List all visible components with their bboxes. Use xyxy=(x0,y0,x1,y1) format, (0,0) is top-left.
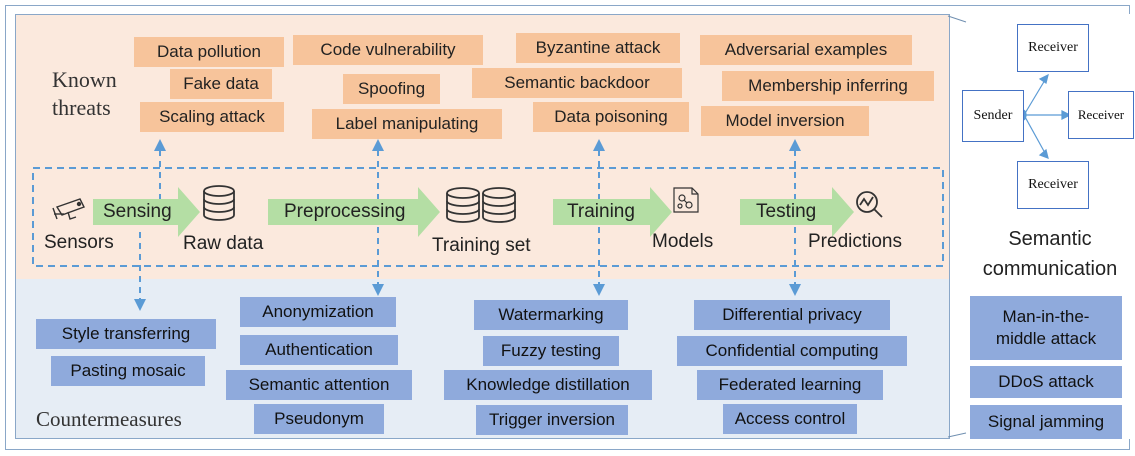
node-raw-data: Raw data xyxy=(183,233,264,254)
arrowhead xyxy=(372,284,384,296)
receiver-node-right: Receiver xyxy=(1068,91,1134,139)
step-arrow-testing xyxy=(740,187,854,237)
arrowhead xyxy=(593,284,605,296)
counter-access-control: Access control xyxy=(723,404,857,434)
counter-authentication: Authentication xyxy=(240,335,398,365)
receiver-label: Receiver xyxy=(1028,40,1078,55)
counter-pseudonym: Pseudonym xyxy=(254,404,384,434)
counter-knowledge-distillation: Knowledge distillation xyxy=(444,370,652,400)
semantic-comm-line1: Semantic xyxy=(1008,228,1092,250)
threat-data-poisoning: Data poisoning xyxy=(533,102,689,132)
double-database-icon xyxy=(446,187,516,223)
counter-differential-privacy: Differential privacy xyxy=(694,300,890,330)
main-panel-border xyxy=(15,14,950,439)
node-models: Models xyxy=(652,231,714,252)
semantic-communication-label: Semantic communication xyxy=(975,224,1125,284)
cctv-icon xyxy=(52,198,85,220)
arrowhead xyxy=(134,299,146,311)
step-training: Training xyxy=(567,201,635,222)
counter-anonymization: Anonymization xyxy=(240,297,396,327)
threat-scaling-attack: Scaling attack xyxy=(140,102,284,132)
receiver-node-bottom: Receiver xyxy=(1017,161,1089,209)
step-preprocessing: Preprocessing xyxy=(284,201,406,222)
comm-threat-mitm: Man-in-the-middle attack xyxy=(970,296,1122,360)
link-top xyxy=(1023,79,1046,116)
threat-data-pollution: Data pollution xyxy=(134,37,284,67)
signal-jamming-label: Signal jamming xyxy=(987,412,1105,431)
node-predictions: Predictions xyxy=(808,231,902,252)
database-icon xyxy=(203,185,235,221)
counter-style-transferring: Style transferring xyxy=(36,319,216,349)
step-arrow-training xyxy=(553,187,672,237)
counter-semantic-attention: Semantic attention xyxy=(226,370,412,400)
arrowhead xyxy=(789,284,801,296)
counter-pasting-mosaic: Pasting mosaic xyxy=(51,356,205,386)
comm-threat-ddos: DDoS attack xyxy=(970,366,1122,398)
counter-confidential-computing: Confidential computing xyxy=(677,336,907,366)
receiver-node-top: Receiver xyxy=(1017,24,1089,72)
threat-membership-inferring: Membership inferring xyxy=(722,71,934,101)
node-sensors: Sensors xyxy=(44,232,114,253)
semantic-comm-line2: communication xyxy=(982,258,1118,280)
model-icon xyxy=(673,187,699,213)
threat-adversarial-examples: Adversarial examples xyxy=(700,35,912,65)
threat-spoofing: Spoofing xyxy=(343,74,440,104)
step-testing: Testing xyxy=(756,201,817,222)
mitm-label: Man-in-the-middle attack xyxy=(995,307,1097,348)
arrowhead xyxy=(154,139,166,151)
zoom-line-top xyxy=(947,15,967,23)
step-arrow-preprocessing xyxy=(268,187,440,237)
predictions-icon xyxy=(856,191,883,218)
link-bottom xyxy=(1023,114,1046,154)
zoom-line-bottom xyxy=(947,432,967,438)
receiver-label: Receiver xyxy=(1077,107,1125,122)
counter-federated-learning: Federated learning xyxy=(697,370,883,400)
counter-fuzzy-testing: Fuzzy testing xyxy=(483,336,619,366)
node-training-set: Training set xyxy=(432,235,531,256)
known-threats-line1: Known xyxy=(52,67,117,92)
ddos-label: DDoS attack xyxy=(998,372,1094,391)
known-threats-line2: threats xyxy=(52,95,111,120)
threat-semantic-backdoor: Semantic backdoor xyxy=(472,68,682,98)
threat-model-inversion: Model inversion xyxy=(701,106,869,136)
countermeasures-label: Countermeasures xyxy=(36,407,182,431)
counter-trigger-inversion: Trigger inversion xyxy=(476,405,628,435)
step-arrow-sensing xyxy=(93,187,200,237)
arrowhead xyxy=(593,139,605,151)
arrowhead xyxy=(1061,110,1072,120)
step-sensing: Sensing xyxy=(103,201,172,222)
arrowhead xyxy=(1038,148,1049,159)
known-threats-label: Known threats xyxy=(52,66,117,122)
arrowhead xyxy=(372,139,384,151)
threat-fake-data: Fake data xyxy=(170,69,272,99)
threat-code-vulnerability: Code vulnerability xyxy=(293,35,483,65)
sender-label: Sender xyxy=(973,108,1013,123)
receiver-label: Receiver xyxy=(1028,177,1078,192)
arrowhead xyxy=(1038,73,1049,84)
counter-watermarking: Watermarking xyxy=(474,300,628,330)
sender-node: Sender xyxy=(962,90,1024,142)
arrowhead xyxy=(789,139,801,151)
threat-label-manipulating: Label manipulating xyxy=(312,109,502,139)
threat-byzantine-attack: Byzantine attack xyxy=(516,33,680,63)
comm-threat-signal-jamming: Signal jamming xyxy=(970,405,1122,439)
